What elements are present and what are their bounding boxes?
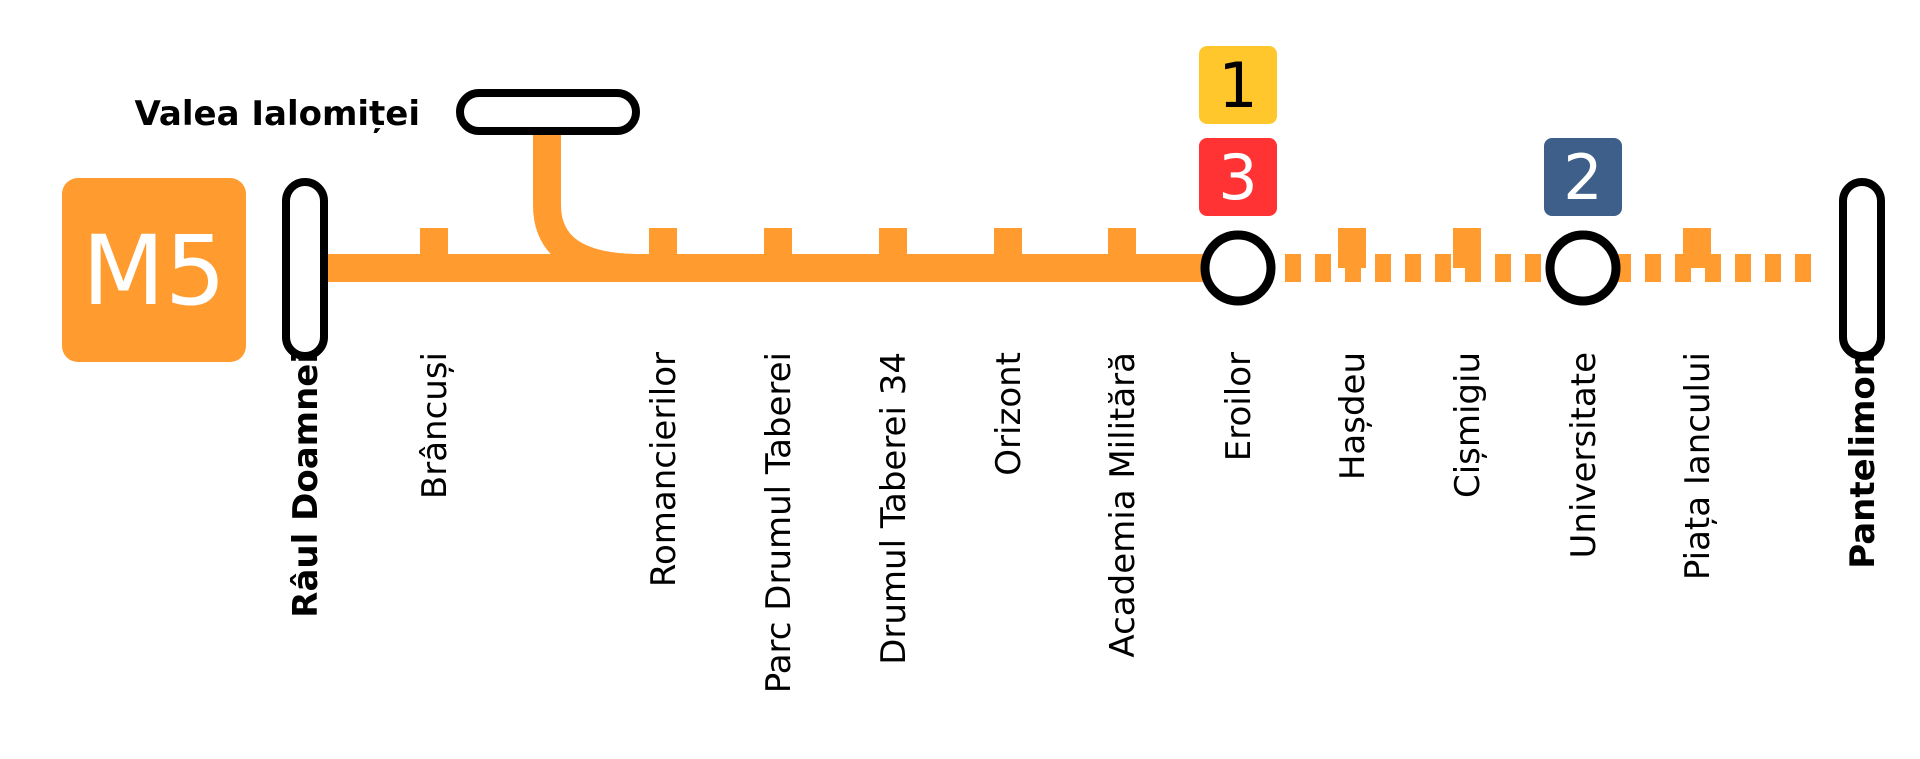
line-logo: M5 <box>62 178 246 362</box>
station-label-hasdeu: Hașdeu <box>1333 352 1373 480</box>
station-markers <box>282 178 1885 360</box>
station-label-universitate: Universitate <box>1564 352 1604 558</box>
badge-label: 1 <box>1218 49 1257 122</box>
stop-tick-romancierilor <box>649 228 677 268</box>
interchange-marker-eroilor <box>1200 230 1276 306</box>
interchange-badge-line-3: 3 <box>1199 138 1277 216</box>
stop-tick-academia-militara <box>1108 228 1136 268</box>
interchange-badge-line-2: 2 <box>1544 138 1622 216</box>
station-label-eroilor: Eroilor <box>1219 352 1259 461</box>
branch-terminal-label: Valea Ialomiței <box>134 94 420 134</box>
interchange-badges: 1 3 2 <box>1199 46 1622 216</box>
station-label-academia-militara: Academia Militără <box>1103 352 1143 658</box>
line-logo-background <box>62 178 246 362</box>
badge-label: 2 <box>1563 141 1602 214</box>
branch-track <box>533 120 641 282</box>
badge-background <box>1199 138 1277 216</box>
stop-tick-brancusi <box>420 228 448 268</box>
badge-background <box>1199 46 1277 124</box>
station-label-orizont: Orizont <box>989 352 1029 476</box>
station-label-pantelimon: Pantelimon <box>1843 352 1883 569</box>
station-label-parc-drumul-taberei: Parc Drumul Taberei <box>759 352 799 693</box>
stop-tick-cismigiu <box>1453 228 1481 268</box>
branch-terminal: Valea Ialomiței <box>134 89 640 135</box>
stop-tick-piata-iancului <box>1683 228 1711 268</box>
badge-background <box>1544 138 1622 216</box>
station-label-drumul-taberei-34: Drumul Taberei 34 <box>874 352 914 665</box>
station-label-piata-iancului: Piața Iancului <box>1678 352 1718 580</box>
interchange-badge-line-1: 1 <box>1199 46 1277 124</box>
station-label-raul-doamnei: Râul Doamnei <box>286 352 326 618</box>
stop-tick-hasdeu <box>1338 228 1366 268</box>
stop-tick-drumul-taberei-34 <box>879 228 907 268</box>
branch-terminal-marker <box>456 89 640 135</box>
station-label-cismigiu: Cișmigiu <box>1448 352 1488 498</box>
station-label-brancusi: Brâncuși <box>415 352 455 499</box>
interchange-marker-universitate <box>1545 230 1621 306</box>
terminal-marker-pantelimon <box>1839 178 1885 360</box>
badge-label: 3 <box>1218 141 1257 214</box>
station-label-romancierilor: Romancierilor <box>644 352 684 587</box>
stop-tick-orizont <box>994 228 1022 268</box>
line-logo-label: M5 <box>82 215 226 327</box>
stop-tick-parc-drumul-taberei <box>764 228 792 268</box>
terminal-marker-raul-doamnei <box>282 178 328 360</box>
station-labels: Râul Doamnei Brâncuși Romancierilor Parc Dr… <box>286 352 1883 693</box>
